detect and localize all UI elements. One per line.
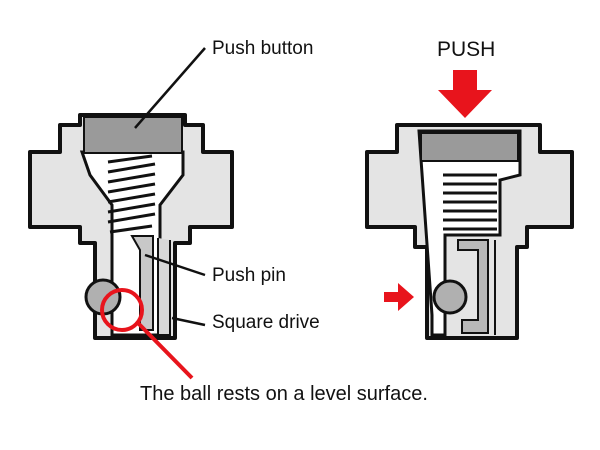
right-mechanism — [365, 70, 574, 340]
label-push: PUSH — [437, 38, 496, 61]
callout-line-square-drive — [171, 316, 206, 327]
left-square-drive — [157, 238, 171, 336]
label-square-drive: Square drive — [212, 312, 320, 333]
push-arrow-down-icon — [438, 70, 492, 118]
left-spring — [107, 154, 156, 234]
callout-line-red — [136, 321, 194, 380]
left-push-button — [83, 116, 183, 154]
highlight-circle — [100, 288, 144, 332]
label-push-pin: Push pin — [212, 265, 286, 286]
right-ball — [432, 279, 468, 315]
side-arrow-right-icon — [384, 283, 414, 311]
left-mechanism — [28, 47, 234, 380]
callout-line-push-pin — [144, 253, 206, 277]
right-push-button — [420, 132, 519, 162]
right-spring — [443, 173, 497, 231]
right-push-pin — [457, 239, 489, 334]
callout-line-push-button — [134, 47, 206, 129]
label-push-button: Push button — [212, 38, 314, 59]
caption: The ball rests on a level surface. — [140, 383, 428, 405]
